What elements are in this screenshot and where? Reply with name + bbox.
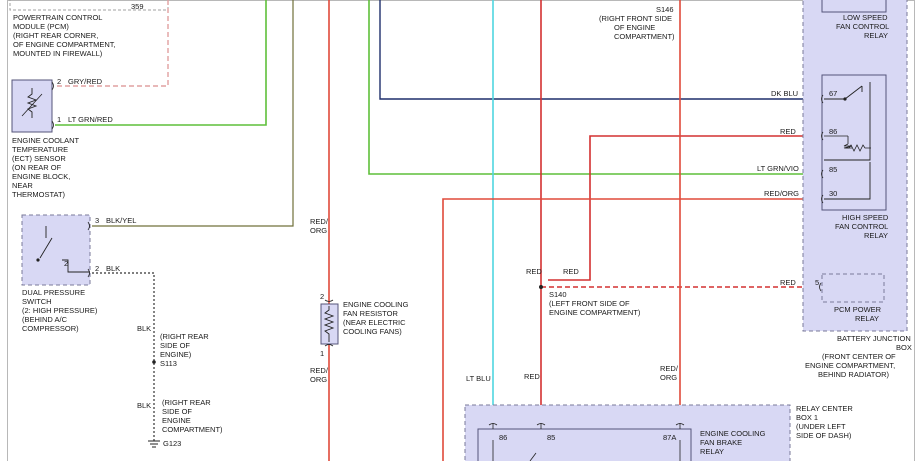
wire-blk-label: BLK	[106, 264, 120, 273]
pcm-number: 359	[131, 2, 144, 11]
battery-junction-box: LOW SPEED FAN CONTROL RELAY 67 86 85 30 …	[802, 0, 914, 379]
wire-lt-grn-red	[55, 0, 267, 126]
low-speed-relay: LOW SPEED FAN CONTROL RELAY	[821, 0, 891, 40]
high-speed-relay: 67 86 85 30 HIGH SPEED FAN CONTROL RELAY	[821, 74, 890, 240]
relay-center-box-label: RELAY CENTER BOX 1 (UNDER LEFT SIDE OF D…	[796, 404, 855, 440]
ect-sensor: ENGINE COOLANT TEMPERATURE (ECT) SENSOR …	[11, 79, 81, 199]
dps-inner-2: 2	[64, 259, 68, 268]
wire-blk-yel	[92, 0, 294, 227]
wire-red-org-label-4: RED/ORG	[764, 189, 799, 198]
pin-87a-brake: 87A	[663, 433, 676, 442]
splice-s146-label: S146	[656, 5, 674, 14]
low-speed-relay-label: LOW SPEED FAN CONTROL RELAY	[836, 13, 891, 40]
splice-s140-label: S140	[549, 290, 567, 299]
pcm-module: 359 POWERTRAIN CONTROL MODULE (PCM) (RIG…	[9, 0, 169, 58]
wire-blk-label-3: BLK	[137, 401, 151, 410]
wire-red-label-c: RED	[524, 372, 540, 381]
wire-blk-yel-label: BLK/YEL	[106, 216, 136, 225]
pin-86: 86	[829, 127, 837, 136]
battery-junction-box-label: BATTERY JUNCTION BOX (FRONT CENTER OF EN…	[805, 334, 914, 379]
brake-relay-label: ENGINE COOLING FAN BRAKE RELAY	[700, 429, 768, 456]
pin-85: 85	[829, 165, 837, 174]
rr-engine-label: (RIGHT REAR SIDE OF ENGINE)	[160, 332, 211, 359]
dps-label: DUAL PRESSURE SWITCH (2: HIGH PRESSURE) …	[22, 288, 100, 333]
wire-red-org-30	[442, 198, 820, 461]
wire-blk	[92, 272, 155, 441]
wire-red-org-label-1: RED/ ORG	[310, 217, 330, 235]
high-speed-relay-label: HIGH SPEED FAN CONTROL RELAY	[835, 213, 890, 240]
pin-30: 30	[829, 189, 837, 198]
relay-center-box: 86 85 87A ENGINE COOLING FAN BRAKE RELAY…	[464, 404, 855, 461]
rr-compartment-label: (RIGHT REAR SIDE OF ENGINE COMPARTMENT)	[162, 398, 223, 434]
ground-g123	[148, 440, 160, 448]
wire-red-86	[548, 135, 820, 281]
ground-g123-label: G123	[163, 439, 181, 448]
wire-red-label-a: RED	[526, 267, 542, 276]
pin-85-brake: 85	[547, 433, 555, 442]
splice-s113	[152, 360, 156, 364]
splice-s140-desc: (LEFT FRONT SIDE OF ENGINE COMPARTMENT)	[549, 299, 641, 317]
dps-pin-2: 2	[95, 264, 99, 273]
wire-lt-blu-label: LT BLU	[466, 374, 491, 383]
diagram-frame	[7, 0, 915, 461]
wire-lt-grn-red-label: LT GRN/RED	[68, 115, 113, 124]
pcm-power-relay: 5 PCM POWER RELAY	[815, 273, 885, 323]
ect-label: ENGINE COOLANT TEMPERATURE (ECT) SENSOR …	[12, 136, 81, 199]
ect-pin-2: 2	[57, 77, 61, 86]
wire-blk-label-2: BLK	[137, 324, 151, 333]
pcm-power-relay-label: PCM POWER RELAY	[834, 305, 883, 323]
wire-red-label-d: RED	[780, 127, 796, 136]
resistor-label: ENGINE COOLING FAN RESISTOR (NEAR ELECTR…	[343, 300, 411, 336]
wire-red-label-b: RED	[563, 267, 579, 276]
splice-s146-desc: (RIGHT FRONT SIDE OF ENGINE COMPARTMENT)	[599, 14, 675, 41]
wire-gry-red-label: GRY/RED	[68, 77, 103, 86]
wire-lt-grn-vio	[368, 0, 820, 175]
ect-pin-1: 1	[57, 115, 61, 124]
dual-pressure-switch: 2 DUAL PRESSURE SWITCH (2: HIGH PRESSURE…	[21, 214, 100, 333]
wire-red-org-label-2: RED/ ORG	[310, 366, 330, 384]
dps-pin-3: 3	[95, 216, 99, 225]
wire-dk-blu-label: DK BLU	[771, 89, 798, 98]
pin-5: 5	[815, 278, 819, 287]
splice-s140	[539, 285, 543, 289]
resistor-pin-1: 1	[320, 349, 324, 358]
pcm-label: POWERTRAIN CONTROL MODULE (PCM) (RIGHT R…	[13, 13, 118, 58]
wire-red-label-e: RED	[780, 278, 796, 287]
resistor-pin-2: 2	[320, 292, 324, 301]
connector-marks	[51, 81, 824, 347]
splice-s113-label: S113	[160, 359, 177, 368]
pin-67: 67	[829, 89, 837, 98]
wire-gry-red	[55, 0, 169, 87]
wire-lt-grn-vio-label: LT GRN/VIO	[757, 164, 799, 173]
wire-dk-blu	[379, 0, 820, 100]
wire-red-org-label-3: RED/ ORG	[660, 364, 680, 382]
pin-86-brake: 86	[499, 433, 507, 442]
cooling-fan-resistor: 2 1 ENGINE COOLING FAN RESISTOR (NEAR EL…	[320, 292, 411, 358]
